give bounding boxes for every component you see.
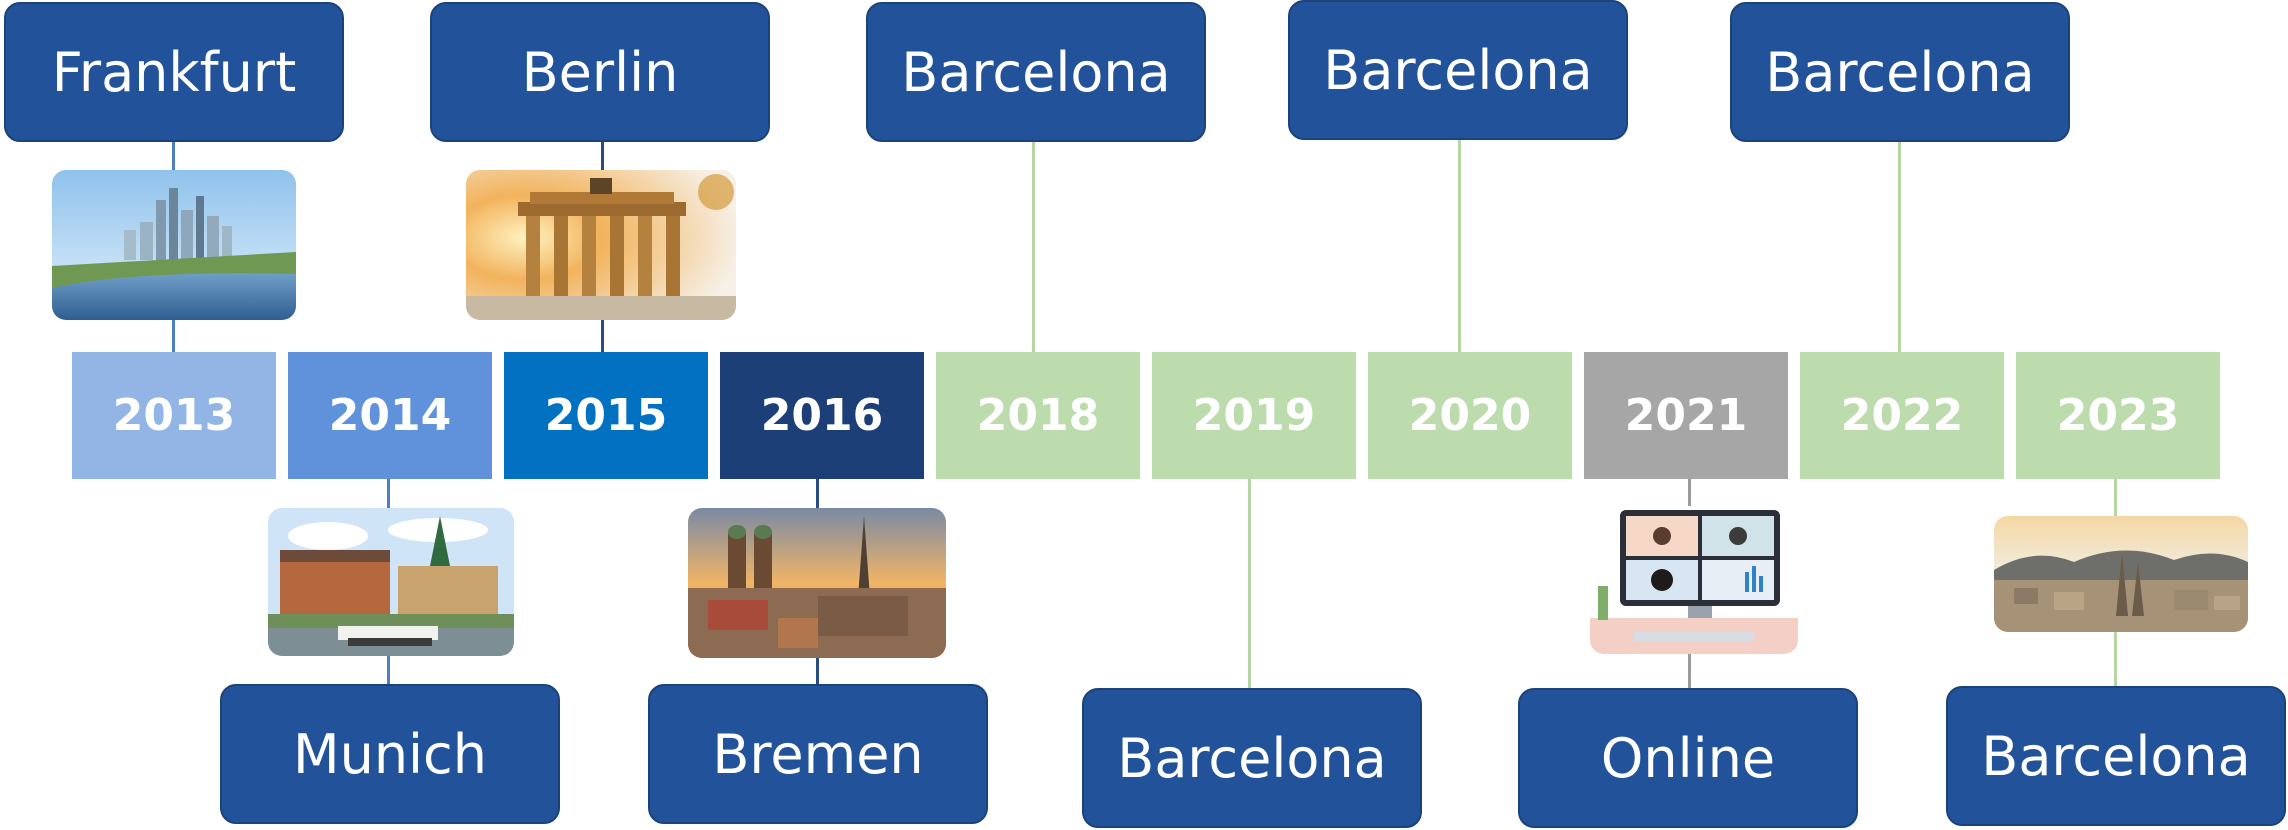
year-box-2023: 2023 [2016,352,2220,479]
city-box-barcelona-2020: Barcelona [1288,0,1628,140]
video-call-illustration [1590,506,1798,654]
year-box-2022: 2022 [1800,352,2004,479]
year-box-2021: 2021 [1584,352,1788,479]
city-box-frankfurt: Frankfurt [4,2,344,142]
bremen-cityscape-photo [688,508,946,658]
city-box-barcelona-2022: Barcelona [1730,2,2070,142]
year-box-2013: 2013 [72,352,276,479]
city-box-online: Online [1518,688,1858,828]
connector-line-2020 [1458,140,1461,352]
year-box-2016: 2016 [720,352,924,479]
year-box-2020: 2020 [1368,352,1572,479]
city-box-bremen: Bremen [648,684,988,824]
barcelona-panorama-photo [1994,516,2248,632]
city-box-munich: Munich [220,684,560,824]
connector-line-2018 [1032,142,1035,352]
munich-townhall-photo [268,508,514,656]
year-box-2014: 2014 [288,352,492,479]
city-box-barcelona-2023: Barcelona [1946,686,2286,826]
connector-line-2022 [1898,142,1901,352]
city-box-berlin: Berlin [430,2,770,142]
city-box-barcelona-2018: Barcelona [866,2,1206,142]
year-box-2018: 2018 [936,352,1140,479]
connector-line-2019 [1248,479,1251,690]
brandenburg-gate-photo [466,170,736,320]
city-box-barcelona-2019: Barcelona [1082,688,1422,828]
year-box-2015: 2015 [504,352,708,479]
year-box-2019: 2019 [1152,352,1356,479]
frankfurt-skyline-photo [52,170,296,320]
